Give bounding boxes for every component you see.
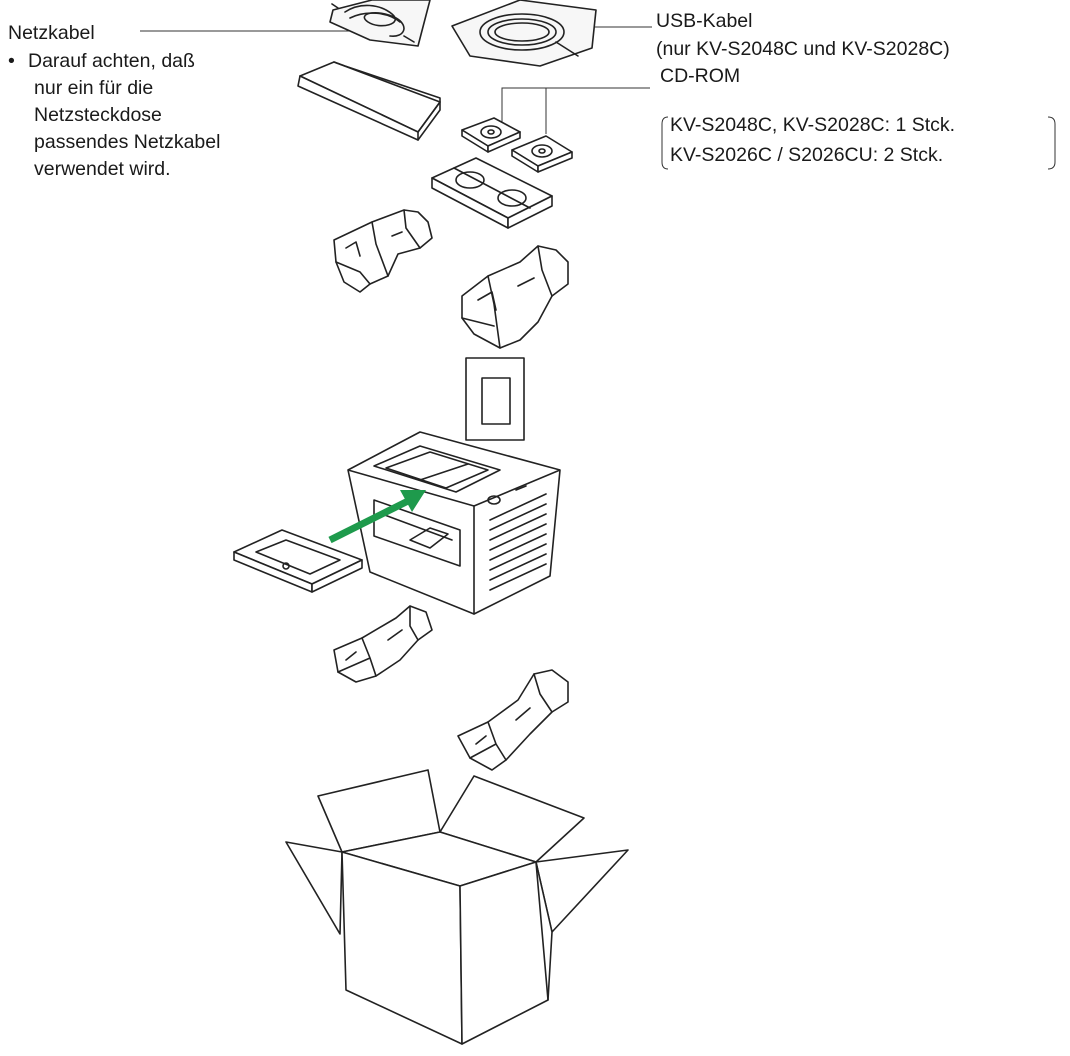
exit-tray-icon [233,529,363,593]
manual-icon [465,357,525,441]
note-line-4: passendes Netzkabel [34,131,221,153]
cdrom-qty-2: KV-S2026C / S2026CU: 2 Stck. [670,144,944,166]
power-cable-note: • Darauf achten, daß nur ein für die Net… [8,48,220,183]
note-line-2: nur ein für die [34,77,154,99]
usb-models-label: (nur KV-S2048C und KV-S2028C) [656,38,950,60]
leader-lines [140,26,1056,170]
cardboard-box-icon [285,769,629,1045]
note-line-1: Darauf achten, daß [28,50,195,72]
note-bullet: • [8,50,15,72]
paper-guide-tray-icon [297,61,441,141]
usb-cable-icon [451,0,597,67]
note-line-3: Netzsteckdose [34,104,162,126]
foam-block-lower-right [457,669,569,771]
cdrom-icons [461,117,573,173]
insert-arrow [328,490,426,544]
foam-block-upper-left [333,209,433,293]
power-cable-icon [329,0,431,47]
cdrom-label: CD-ROM [660,65,741,87]
foam-block-upper-right [461,245,569,349]
scanner-icon [347,431,561,615]
usb-cable-label: USB-Kabel [656,10,753,32]
power-cable-label: Netzkabel [8,22,95,44]
foam-block-lower-left [333,605,433,683]
note-line-5: verwendet wird. [34,158,171,180]
cdrom-qty-1: KV-S2048C, KV-S2028C: 1 Stck. [670,114,956,136]
cd-case-icon [431,157,553,229]
